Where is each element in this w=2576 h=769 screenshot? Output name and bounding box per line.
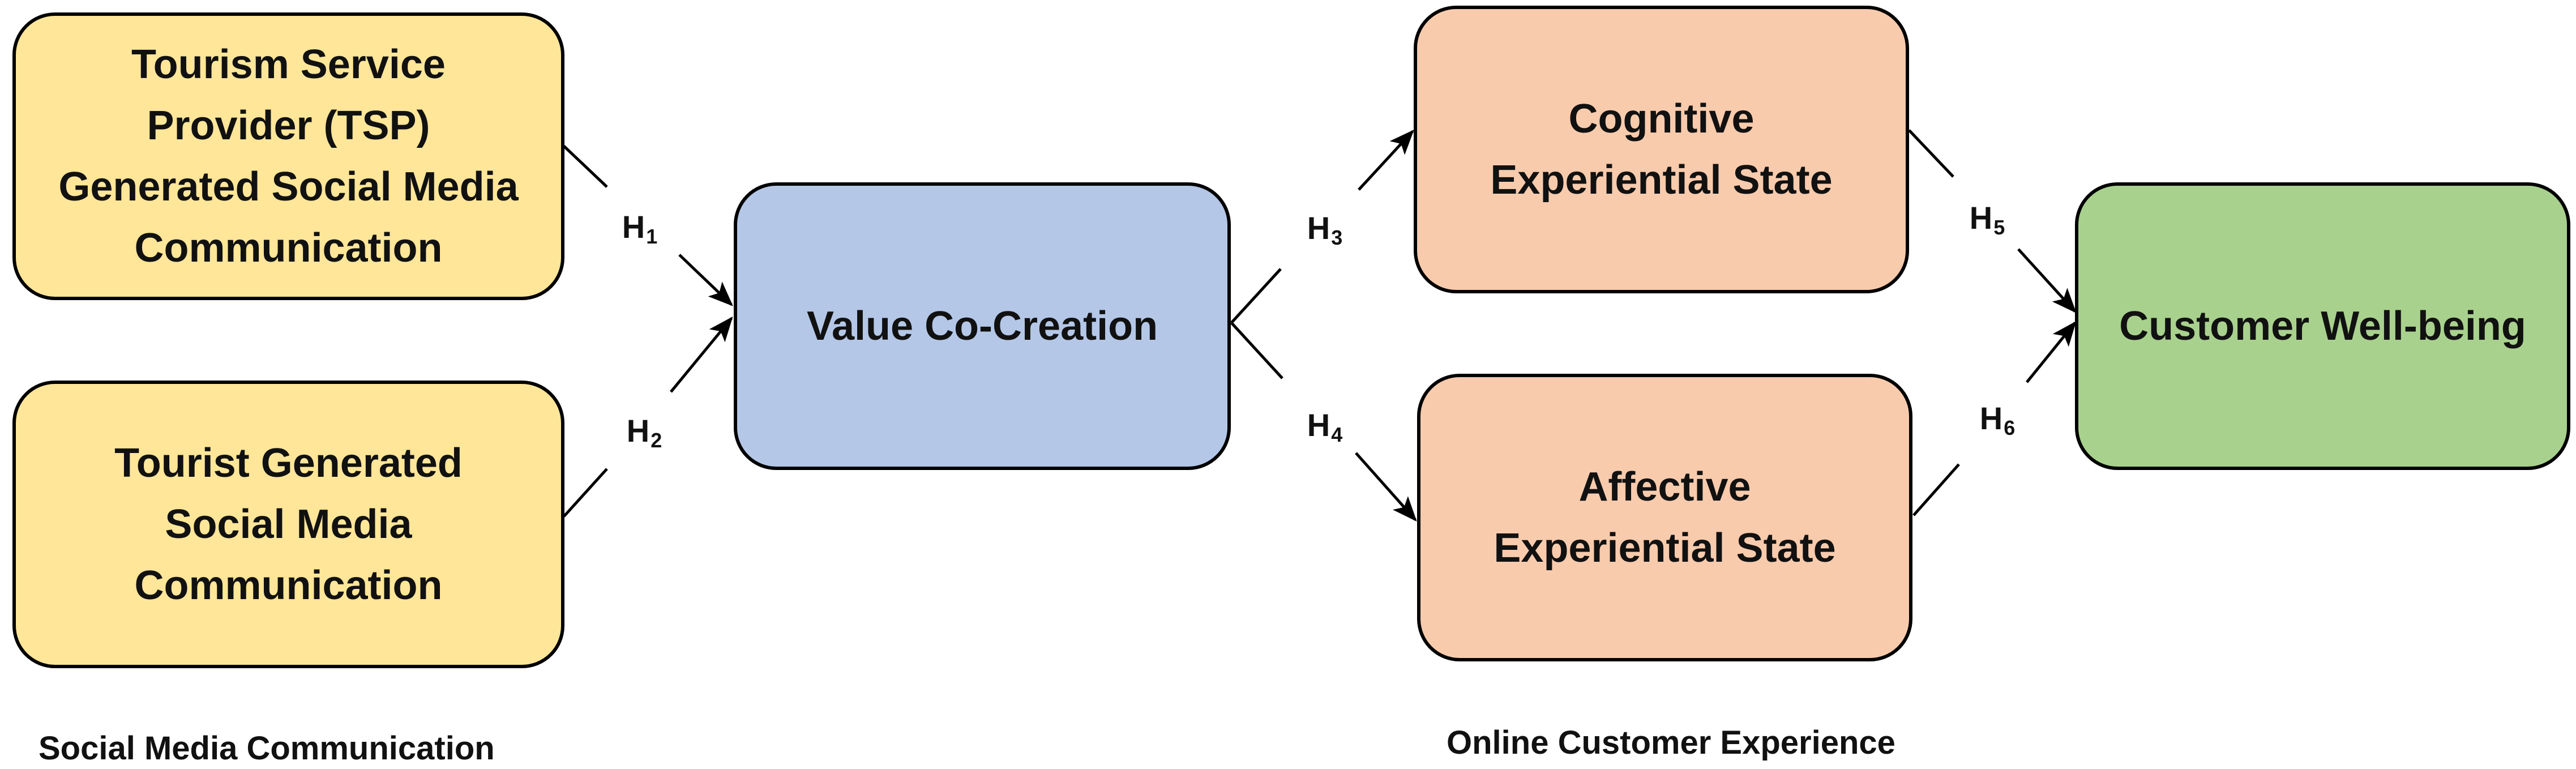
cognitive-state-label: Cognitive Experiential State [1490,96,1833,203]
arrow-h2-head [670,316,733,393]
hypothesis-label-h2: H2 [626,413,662,452]
hypothesis-label-h4: H4 [1307,407,1343,446]
arrow-h2 [563,468,608,518]
wellbeing-label: Customer Well-being [2119,304,2526,349]
arrow-h3-head [1358,130,1414,191]
affective-state-box: Affective Experiential State [1417,374,1912,661]
arrow-h1-head [678,254,733,306]
cognitive-state-box: Cognitive Experiential State [1414,6,1909,293]
wellbeing-box: Customer Well-being [2075,182,2570,470]
arrow-h4-head [1355,452,1417,522]
tsp-communication-box: Tourism Service Provider (TSP) Generated… [12,12,564,300]
arrow-h1 [563,145,608,188]
hypothesis-label-h1: H1 [622,209,658,248]
arrow-h6-head [2026,321,2077,383]
hypothesis-label-h6: H6 [1979,400,2016,439]
value-cocreation-label: Value Co-Creation [806,304,1158,349]
hypothesis-label-h3: H3 [1307,210,1343,249]
arrow-h5-head [2017,248,2077,313]
hypothesis-label-h5: H5 [1969,200,2005,239]
arrow-h5 [1908,129,1954,178]
group-label-customer-experience: Online Customer Experience [1447,724,1895,761]
arrow-h3 [1230,268,1282,324]
arrow-h4 [1230,322,1283,379]
tourist-communication-box: Tourist Generated Social Media Communica… [12,381,564,668]
tsp-communication-label: Tourism Service Provider (TSP) Generated… [58,42,519,271]
value-cocreation-box: Value Co-Creation [734,182,1231,470]
tourist-communication-label: Tourist Generated Social Media Communica… [114,441,463,608]
arrow-h6 [1912,463,1960,516]
group-label-social-media: Social Media Communication [38,730,495,767]
affective-state-label: Affective Experiential State [1494,464,1836,571]
